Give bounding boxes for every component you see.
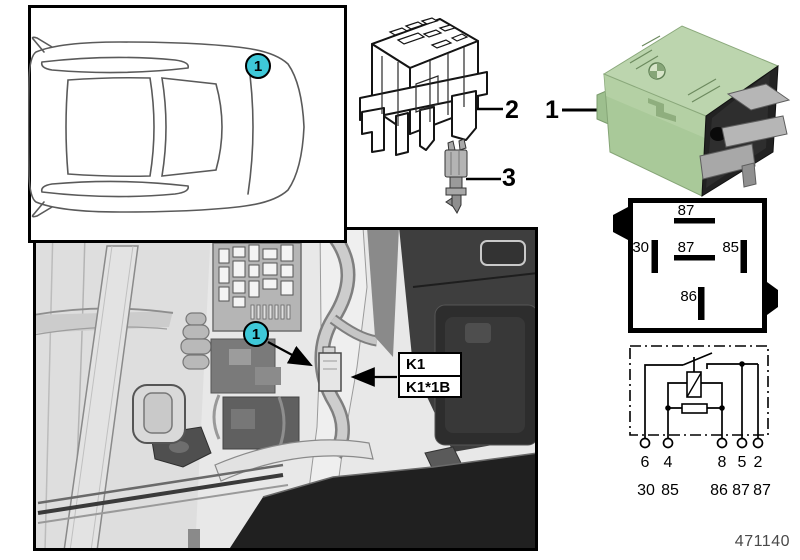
socket-detail-lines: [381, 47, 465, 126]
pin-bar-85: [740, 240, 747, 273]
terminal-pin-drawing: [444, 138, 468, 215]
right-tab: [767, 282, 778, 315]
terminal-name: 30: [637, 482, 655, 499]
part-number: 471140: [734, 533, 790, 550]
relay-photo: [562, 25, 791, 197]
k1-tag-line1: K1: [406, 356, 426, 373]
location-callout-photo: 1: [243, 321, 269, 347]
terminal-name: 85: [661, 482, 679, 499]
relay-pins: [699, 83, 791, 188]
inset-frame: [28, 5, 347, 243]
relay-marking-lines: [629, 35, 721, 103]
fuse-box-art: [212, 242, 302, 332]
pin-label-86: 86: [680, 288, 697, 305]
callout-arrow: [267, 341, 313, 367]
pin-label-87-top: 87: [678, 202, 695, 219]
pin-number: 8: [718, 454, 727, 471]
pin-bar-86: [698, 287, 705, 320]
pin-bar-87-top: [674, 218, 715, 224]
k1-tag-box: K1 K1*1B: [398, 352, 462, 398]
socket-hook-a: [395, 112, 409, 156]
trunk-floor-mat: [228, 452, 538, 551]
socket-terminal-slots: [388, 17, 469, 49]
car-top-view-drawing: [28, 36, 305, 218]
relay-in-situ: [318, 346, 342, 392]
resistor-symbol: [681, 403, 708, 414]
pin-number: 2: [754, 454, 763, 471]
terminal-name: 87: [753, 482, 771, 499]
terminal-name: 86: [710, 482, 728, 499]
schematic-border: [629, 345, 769, 436]
seatbelt-strap: [63, 245, 139, 551]
socket-rail: [359, 71, 488, 121]
switch-blade: [682, 352, 713, 366]
socket-right-leg: [451, 90, 477, 141]
pin-number: 4: [664, 454, 673, 471]
cable-bellows: [180, 312, 212, 370]
relay-clip: [648, 98, 676, 122]
pin-number: 5: [738, 454, 747, 471]
pin-label-30: 30: [632, 239, 649, 256]
junction-dots: [665, 361, 745, 411]
bmw-roundel-icon: [648, 62, 666, 80]
trunk-tray-lip: [214, 439, 374, 482]
relay-pin-diagram: 87 30 87 85 86: [613, 198, 778, 333]
relay-circuit-schematic: 6 4 8 5 2 30 85 86 87 87: [629, 345, 771, 499]
car-location-inset: [28, 5, 347, 243]
relay-body: [602, 25, 791, 197]
pin-label-87-center: 87: [678, 239, 695, 256]
belt-guide-handle: [132, 384, 186, 444]
callout-number: 1: [251, 325, 261, 343]
trunk-photo-illustration: [33, 227, 538, 551]
relay-socket-drawing: [359, 17, 503, 215]
item-number-2: 2: [505, 96, 519, 124]
k1-tag-line2: K1*1B: [400, 375, 460, 398]
schematic-terminal-names: 30 85 86 87 87: [637, 482, 771, 499]
sill-rails: [37, 463, 289, 551]
connector-comb: [250, 304, 291, 320]
pin-bar-87-center: [674, 255, 715, 261]
item-number-3: 3: [502, 164, 516, 192]
socket-left-leg: [361, 107, 385, 153]
location-callout-car: 1: [245, 53, 271, 79]
schematic-pin-numbers: 6 4 8 5 2: [641, 454, 763, 471]
pin-number: 6: [641, 454, 650, 471]
pin-label-85: 85: [722, 239, 739, 256]
terminal-circles: [639, 437, 764, 449]
panel-shadow-column: [367, 227, 399, 357]
pin-bars: [651, 218, 747, 320]
coil-diagonal: [686, 372, 702, 398]
pin-bar-30: [651, 240, 658, 273]
terminal-name: 87: [732, 482, 750, 499]
item-number-1: 1: [545, 96, 559, 124]
socket-hook-b: [419, 106, 435, 151]
left-tab: [613, 207, 628, 240]
callout-number: 1: [253, 57, 263, 75]
